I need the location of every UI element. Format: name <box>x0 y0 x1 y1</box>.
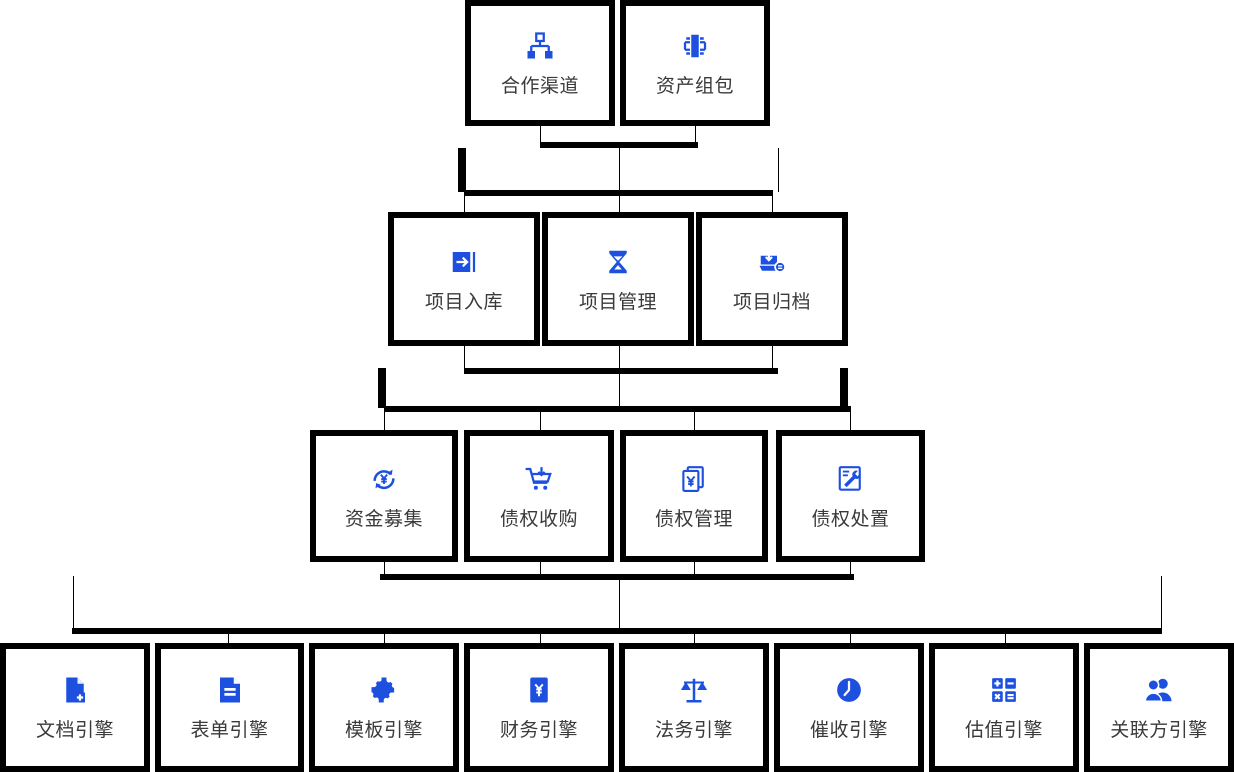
connector-tick-r3-right <box>840 368 848 408</box>
connector-drop-r4c8 <box>1161 576 1162 630</box>
node-mobanyinqing[interactable]: 模板引擎 <box>309 643 459 772</box>
connector-tick-r2-right <box>778 148 779 192</box>
connector-stem-r1 <box>619 148 620 192</box>
connector-drop-r3c1 <box>384 406 385 430</box>
yuan-documents-icon <box>679 464 709 494</box>
connector-drop-r3c3 <box>694 406 695 430</box>
connector-drop-r4c2 <box>228 628 229 644</box>
node-guanlianfangyinqing[interactable]: 关联方引擎 <box>1084 643 1234 772</box>
connector-drop-r3c4-down <box>850 562 851 580</box>
puzzle-icon <box>369 675 399 705</box>
connector-drop-r2c3-down <box>772 346 773 368</box>
calculator-icon <box>989 675 1019 705</box>
connector-drop-r3c2 <box>540 406 541 430</box>
node-label: 估值引擎 <box>964 720 1043 741</box>
connector-bus-r3-bottom <box>380 574 854 580</box>
node-label: 债权收购 <box>499 508 578 530</box>
connector-bus-r3-top <box>384 406 850 412</box>
connector-drop-r4c4 <box>540 628 541 644</box>
connector-drop-r4c5 <box>694 628 695 644</box>
connector-drop-r3c3-down <box>694 562 695 580</box>
wrench-doc-icon <box>836 464 866 494</box>
node-label: 债权管理 <box>654 508 733 530</box>
hourglass-icon <box>603 247 633 277</box>
archive-download-icon <box>757 247 787 277</box>
node-biaodanyinqing[interactable]: 表单引擎 <box>155 643 304 772</box>
connector-drop-r4c1 <box>73 576 74 630</box>
scales-icon <box>679 675 709 705</box>
connector-drop-r3c1-down <box>384 562 385 580</box>
connector-drop-r2c3 <box>772 190 773 212</box>
node-fawuyinqing[interactable]: 法务引擎 <box>619 643 769 772</box>
connector-drop-r2c1-down <box>464 346 465 368</box>
sitemap-icon <box>525 31 555 61</box>
connector-drop-r2c2-down <box>619 346 620 368</box>
node-guzhiyinqing[interactable]: 估值引擎 <box>929 643 1079 772</box>
cart-download-icon <box>524 464 554 494</box>
node-label: 合作渠道 <box>500 75 579 97</box>
connector-drop-r1c2 <box>695 126 696 148</box>
yuan-bill-icon <box>524 675 554 705</box>
node-zhaiquanshougou[interactable]: 债权收购 <box>464 430 614 562</box>
node-label: 项目管理 <box>578 291 657 313</box>
connector-bus-r4-top <box>72 628 1162 634</box>
node-label: 资产组包 <box>655 75 734 97</box>
package-asset-icon <box>680 31 710 61</box>
clock-icon <box>834 675 864 705</box>
connector-tick-r2-left <box>458 148 466 192</box>
node-label: 项目归档 <box>732 291 811 313</box>
connector-drop-r4c7 <box>1005 628 1006 644</box>
node-label: 关联方引擎 <box>1110 720 1208 741</box>
connector-drop-r2c2 <box>619 190 620 212</box>
node-label: 债权处置 <box>811 508 890 530</box>
node-label: 财务引擎 <box>499 720 578 741</box>
import-box-icon <box>449 247 479 277</box>
node-zhaiquanguanli[interactable]: 债权管理 <box>620 430 768 562</box>
node-label: 表单引擎 <box>190 720 269 741</box>
node-hezuoqudao[interactable]: 合作渠道 <box>465 0 615 126</box>
node-label: 资金募集 <box>344 508 423 530</box>
node-caiwuyinqing[interactable]: 财务引擎 <box>464 643 614 772</box>
node-label: 模板引擎 <box>344 720 423 741</box>
node-zijinmuji[interactable]: 资金募集 <box>310 430 458 562</box>
node-xiangmuruku[interactable]: 项目入库 <box>388 212 540 346</box>
connector-drop-r3c4 <box>850 406 851 430</box>
node-label: 催收引擎 <box>809 720 888 741</box>
connector-drop-r4c3 <box>384 628 385 644</box>
funds-refresh-icon <box>369 464 399 494</box>
form-icon <box>215 675 245 705</box>
connector-stem-r2 <box>619 374 620 412</box>
node-xiangmuguidang[interactable]: 项目归档 <box>696 212 848 346</box>
node-xiangmuguanli[interactable]: 项目管理 <box>542 212 694 346</box>
connector-drop-r1c1 <box>540 126 541 148</box>
connector-drop-r3c2-down <box>540 562 541 580</box>
document-add-icon <box>60 675 90 705</box>
connector-bus-r2-bottom <box>464 368 778 374</box>
connector-drop-r2c1 <box>464 190 465 212</box>
node-label: 文档引擎 <box>35 720 114 741</box>
node-label: 法务引擎 <box>654 720 733 741</box>
node-zichanzubao[interactable]: 资产组包 <box>620 0 770 126</box>
users-icon <box>1144 675 1174 705</box>
connector-stem-r3 <box>619 580 620 630</box>
connector-tick-r3-left <box>378 368 386 408</box>
connector-bus-r1 <box>540 142 698 148</box>
node-cuishouyinqing[interactable]: 催收引擎 <box>774 643 924 772</box>
node-zhaiquanchuzhi[interactable]: 债权处置 <box>776 430 925 562</box>
node-label: 项目入库 <box>424 291 503 313</box>
connector-drop-r4c6 <box>850 628 851 644</box>
connector-bus-r2-top <box>464 190 772 196</box>
node-wendangyinqing[interactable]: 文档引擎 <box>0 643 150 772</box>
